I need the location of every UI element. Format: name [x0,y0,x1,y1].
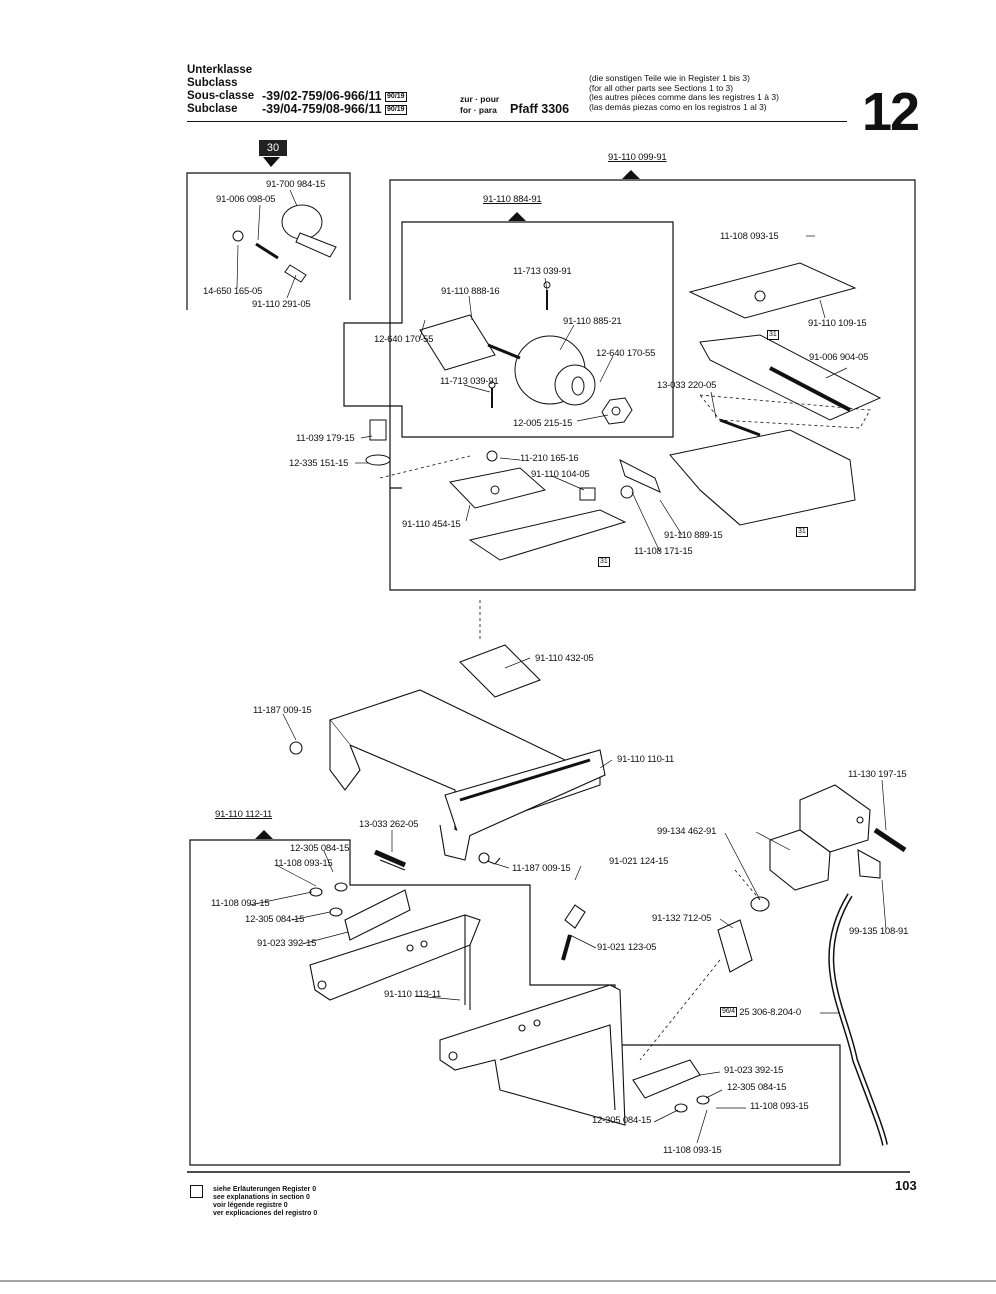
part-label: 91-110 104-05 [531,469,590,480]
part-label: 11-713 039-91 [440,376,499,387]
part-label: 11-108 171-15 [634,546,693,557]
part-label: 91-006 098-05 [216,194,276,205]
part-label: 11-130 197-15 [848,769,907,780]
code-box-2: 90/19 [385,104,407,115]
part-label: 12-305 084-15 [245,914,305,925]
part-label: 91-021 123-05 [597,942,657,953]
part-label: 11-187 009-15 [253,705,312,716]
part-label: 14-650 165-05 [203,286,263,297]
note-en: (for all other parts see Sections 1 to 3… [589,82,734,93]
part-label: 91-110 432-05 [535,653,594,664]
part-label: 91-023 392-15 [724,1065,784,1076]
part-label: 12-005 215-15 [513,418,573,429]
ref-box: 31 [796,527,808,537]
part-label-with-ref: 96/4 25 306-8.204-0 [720,1007,801,1018]
part-label: 91-110 110-11 [617,754,675,765]
machine-name: Pfaff 3306 [510,102,570,116]
note-fr: (les autres pièces comme dans les regist… [589,92,779,102]
part-label: 91-700 984-15 [266,179,326,190]
legend-fr: voir légende registre 0 [213,1202,288,1209]
frame-884-91 [343,221,674,438]
section-number: 12 [862,82,920,142]
part-label: 11-108 093-15 [211,898,270,909]
class-labels: Unterklasse Subclass Sous-classe Subclas… [187,64,254,116]
part-label: 91-006 904-05 [809,352,869,363]
note-es: (las demás piezas como en los registros … [589,101,767,112]
group-badge: 30 [259,140,287,156]
zur-pour: zur · pour [460,94,500,104]
part-label: 11-108 093-15 [720,231,779,242]
note-de: (die sonstigen Teile wie in Register 1 b… [589,73,750,83]
subclass-code-2: -39/04-759/08-966/11 90/19 [262,103,407,116]
class-label-en: Subclass [187,77,238,89]
part-label: 91-110 291-05 [252,299,311,310]
part-label: 99-135 108-91 [849,926,909,937]
part-label: 12-305 084-15 [290,843,350,854]
part-label: 91-110 888-16 [441,286,500,297]
part-label: 99-134 462-91 [657,826,717,837]
part-label: 11-187 009-15 [512,863,571,874]
part-label: 12-640 170-55 [596,348,656,359]
part-label-assembly: 91-110 884-91 [483,194,542,205]
subclass-code-2-text: -39/04-759/08-966/11 [262,102,382,116]
header-notes: (die sonstigen Teile wie in Register 1 b… [589,73,779,112]
legend-es: ver explicaciones del registro 0 [213,1210,318,1217]
part-label: 11-108 093-15 [274,858,333,869]
part-label: 91-132 712-05 [652,913,712,924]
subclass-code-1: -39/02-759/06-966/11 90/19 [262,90,407,103]
part-label: 91-110 109-15 [808,318,867,329]
legend-de: siehe Erläuterungen Register 0 [213,1186,317,1193]
part-label: 91-023 392-15 [257,938,317,949]
ref-box: 31 [598,557,610,567]
header-rule [187,121,847,122]
frame-112-11 [189,839,841,1166]
page-number: 103 [895,1178,917,1193]
part-label-assembly: 91-110 099-91 [608,152,667,163]
legend-box-icon [190,1185,203,1198]
part-label: 11-039 179-15 [296,433,355,444]
part-label: 91-110 454-15 [402,519,461,530]
part-label: 11-108 093-15 [663,1145,722,1156]
legend-en: see explanations in section 0 [213,1194,310,1201]
part-label: 12-305 084-15 [592,1115,652,1126]
class-label-es: Subclase [187,103,238,115]
subclass-code-1-text: -39/02-759/06-966/11 [262,89,382,103]
part-label: 13-033 220-05 [657,380,717,391]
footer-legend: siehe Erläuterungen Register 0 see expla… [213,1186,317,1218]
code-box-1: 90/19 [385,91,407,102]
part-label: 12-640 170-55 [374,334,434,345]
for-para: for · para [460,105,497,115]
frame-099-91 [389,179,916,591]
part-label: 11-108 093-15 [750,1101,809,1112]
part-label: 91-110 889-15 [664,530,723,541]
part-label: 11-713 039-91 [513,266,572,277]
ref-box: 31 [767,330,779,340]
ref-box: 96/4 [720,1007,737,1018]
class-label-fr: Sous-classe [187,90,255,102]
part-label: 91-110 885-21 [563,316,622,327]
part-label-assembly: 91-110 112-11 [215,809,273,820]
part-label: 13-033 262-05 [359,819,419,830]
frame-30 [186,172,351,310]
part-label: 12-305 084-15 [727,1082,787,1093]
part-label: 91-110 113-11 [384,989,442,1000]
part-label: 12-335 151-15 [289,458,349,469]
class-label-de: Unterklasse [187,64,253,76]
part-label: 25 306-8.204-0 [739,1007,801,1018]
part-label: 11-210 165-16 [520,453,579,464]
part-label: 91-021 124-15 [609,856,669,867]
